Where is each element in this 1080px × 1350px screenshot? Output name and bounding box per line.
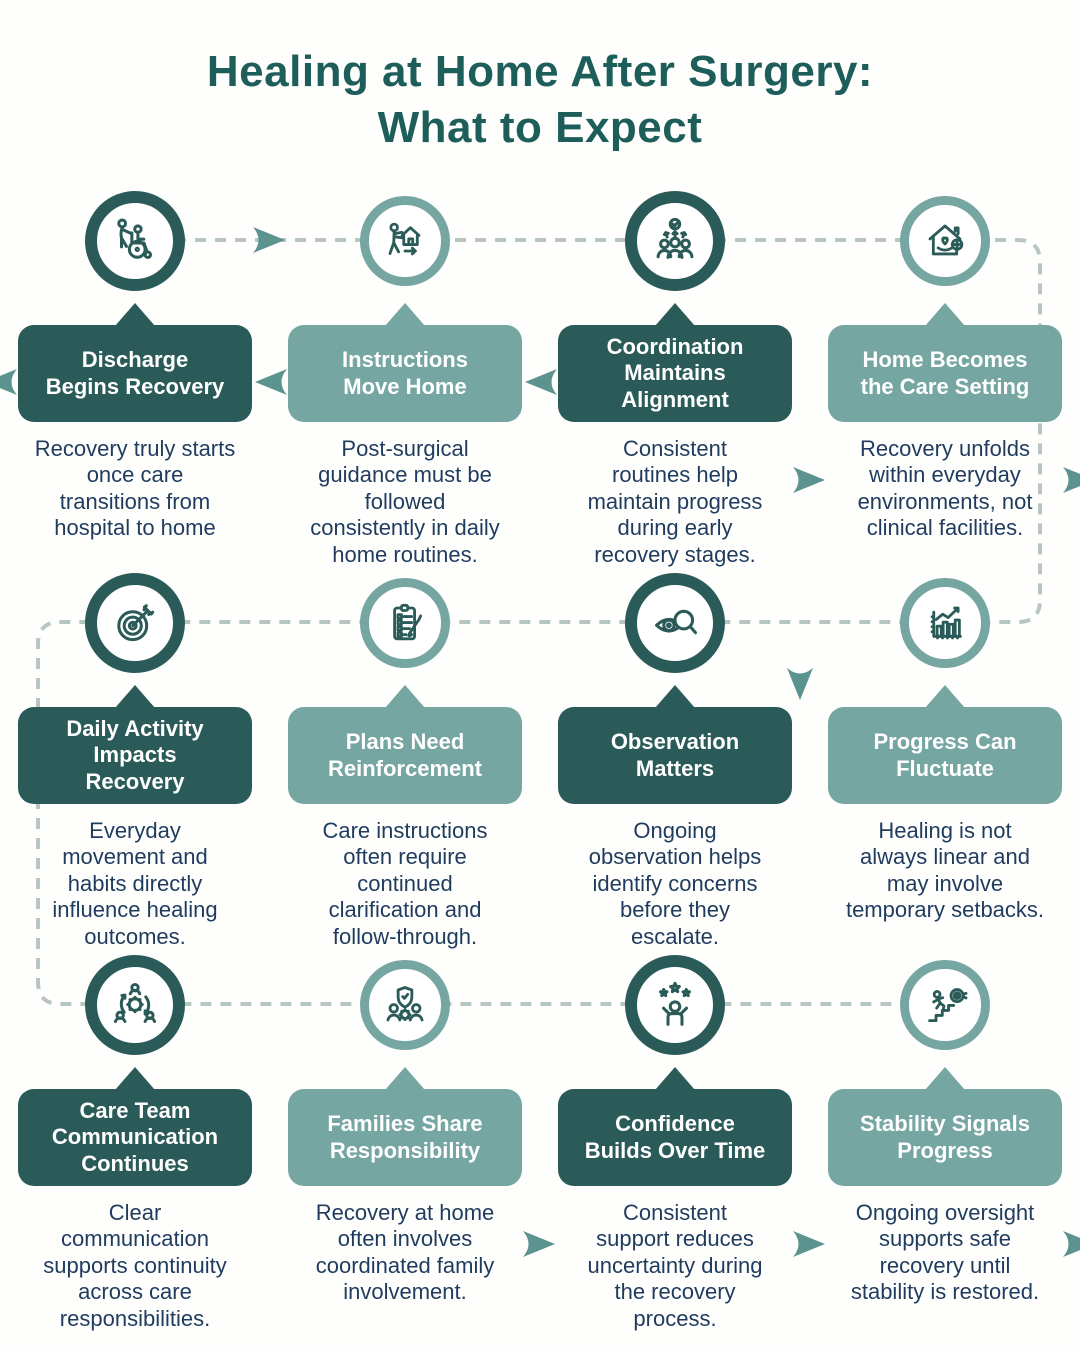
team-sync-icon [108,978,162,1032]
flow-row-2: Daily Activity Impacts Recovery Everyday… [0,567,1080,949]
step-description: Everyday movement and habits directly in… [52,818,218,949]
step-description: Clear communication supports continuity … [43,1200,227,1331]
step-description: Care instructions often require continue… [322,818,488,949]
home-care-icon [920,216,970,266]
badge-pointer [385,303,425,326]
step-circle [625,955,725,1055]
page-title-line1: Healing at Home After Surgery: [206,47,874,96]
bar-chart-trend-icon [920,598,970,648]
step-label: Confidence Builds Over Time [558,1089,792,1186]
badge-pointer [115,685,155,708]
badge-pointer [655,303,695,326]
flow-row-1: Discharge Begins Recovery Recovery truly… [0,185,1080,567]
badge-pointer [655,1067,695,1090]
wheelchair-discharge-icon [108,214,162,268]
badge-pointer [655,685,695,708]
flow-row-3: Care Team Communication Continues Clear … [0,949,1080,1331]
step-label: Care Team Communication Continues [18,1089,252,1186]
step-label: Instructions Move Home [288,325,522,422]
target-dart-icon [108,596,162,650]
step-label: Discharge Begins Recovery [18,325,252,422]
step-description: Healing is not always linear and may inv… [845,818,1045,923]
step-confidence-builds-over-time: Confidence Builds Over Time Consistent s… [540,949,810,1332]
step-observation-matters: Observation Matters Ongoing observation … [540,567,810,950]
badge-pointer [385,685,425,708]
step-care-team-communication-continues: Care Team Communication Continues Clear … [0,949,270,1332]
page-title: Healing at Home After Surgery: What to E… [0,0,1080,185]
family-shield-icon [380,980,430,1030]
badge-pointer [925,1067,965,1090]
step-circle [85,573,185,673]
step-description: Recovery truly starts once care transiti… [34,436,236,541]
step-label: Observation Matters [558,707,792,804]
step-circle [625,191,725,291]
step-circle [85,955,185,1055]
step-label: Daily Activity Impacts Recovery [18,707,252,804]
flow-steps: Discharge Begins Recovery Recovery truly… [0,185,1080,1331]
eye-magnifier-icon [648,596,702,650]
step-description: Post-surgical guidance must be followed … [310,436,500,567]
step-plans-need-reinforcement: Plans Need Reinforcement Care instructio… [270,567,540,950]
step-circle [360,578,450,668]
step-circle [625,573,725,673]
step-label: Families Share Responsibility [288,1089,522,1186]
stairs-target-icon [920,980,970,1030]
step-families-share-responsibility: Families Share Responsibility Recovery a… [270,949,540,1332]
step-description: Recovery unfolds within everyday environ… [857,436,1033,541]
step-progress-can-fluctuate: Progress Can Fluctuate Healing is not al… [810,567,1080,950]
step-label: Progress Can Fluctuate [828,707,1062,804]
step-label: Home Becomes the Care Setting [828,325,1062,422]
step-circle [900,578,990,668]
step-discharge-begins-recovery: Discharge Begins Recovery Recovery truly… [0,185,270,568]
step-stability-signals-progress: Stability Signals Progress Ongoing overs… [810,949,1080,1332]
step-label: Stability Signals Progress [828,1089,1062,1186]
checklist-pencil-icon [380,598,430,648]
badge-pointer [385,1067,425,1090]
step-circle [85,191,185,291]
step-description: Ongoing observation helps identify conce… [588,818,762,949]
team-alignment-icon [648,214,702,268]
step-description: Consistent routines help maintain progre… [587,436,763,567]
page-title-line2: What to Expect [377,102,703,152]
celebration-stars-icon [648,978,702,1032]
step-circle [900,196,990,286]
step-instructions-move-home: Instructions Move Home Post-surgical gui… [270,185,540,568]
badge-pointer [115,1067,155,1090]
badge-pointer [925,685,965,708]
step-circle [360,960,450,1050]
step-circle [360,196,450,286]
step-label: Coordination Maintains Alignment [558,325,792,422]
step-circle [900,960,990,1050]
step-description: Recovery at home often involves coordina… [315,1200,495,1305]
step-coordination-maintains-alignment: Coordination Maintains Alignment Consist… [540,185,810,568]
step-home-becomes-care-setting: Home Becomes the Care Setting Recovery u… [810,185,1080,568]
badge-pointer [115,303,155,326]
badge-pointer [925,303,965,326]
step-label: Plans Need Reinforcement [288,707,522,804]
step-description: Consistent support reduces uncertainty d… [587,1200,763,1331]
step-description: Ongoing oversight supports safe recovery… [850,1200,1040,1305]
step-daily-activity-impacts-recovery: Daily Activity Impacts Recovery Everyday… [0,567,270,950]
carry-home-icon [380,216,430,266]
